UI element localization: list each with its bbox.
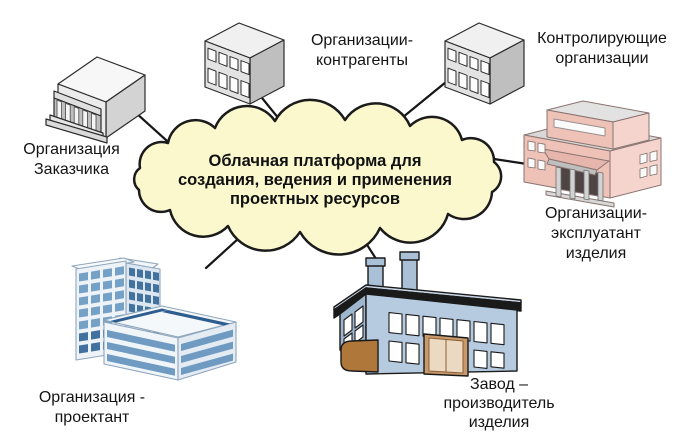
low-building-window-bands (181, 329, 233, 375)
office-windows (207, 47, 250, 99)
institution-columns (555, 166, 604, 202)
label-operator-organizations: Организации- эксплуатант изделия (521, 204, 671, 264)
label-line: Организация - (38, 389, 146, 406)
label-controlling-organizations: Контролирующие организации (527, 29, 677, 69)
label-line: производитель (443, 395, 555, 412)
label-line: изделия (565, 245, 627, 262)
cloud-label-line: создания, ведения и применения (177, 171, 453, 189)
label-designer-organization: Организация - проектант (22, 388, 162, 428)
label-line: эксплуатант (551, 225, 641, 242)
label-customer-organization: Организация Заказчика (9, 140, 134, 180)
label-line: Организация (23, 141, 120, 158)
label-line: проектант (54, 409, 130, 426)
bank-building-icon (45, 56, 146, 144)
factory-icon (333, 251, 522, 377)
label-line: Организации- (544, 205, 648, 222)
label-line: Организации- (310, 32, 414, 49)
cloud-label-line: Облачная платформа для (208, 152, 422, 170)
label-manufacturer-plant: Завод – производитель изделия (424, 375, 574, 432)
label-line: Завод – (469, 376, 529, 393)
label-line: Заказчика (34, 161, 109, 178)
low-building-window-bands (107, 330, 175, 376)
label-line: Контролирующие (537, 30, 667, 47)
institution-building-icon (523, 100, 662, 208)
label-line: изделия (468, 414, 530, 431)
institution-windows (527, 140, 658, 179)
cloud-shape (132, 98, 503, 256)
cloud-platform-label: Облачная платформа для создания, ведения… (162, 152, 468, 209)
cloud-label-line: проектных ресурсов (229, 190, 401, 208)
label-line: организации (555, 50, 649, 67)
office-building-icon (444, 22, 525, 105)
label-contractor-organizations: Организации- контрагенты (292, 31, 432, 71)
label-line: контрагенты (315, 52, 409, 69)
office-building-icon (204, 22, 285, 105)
office-towers-icon (71, 257, 237, 381)
